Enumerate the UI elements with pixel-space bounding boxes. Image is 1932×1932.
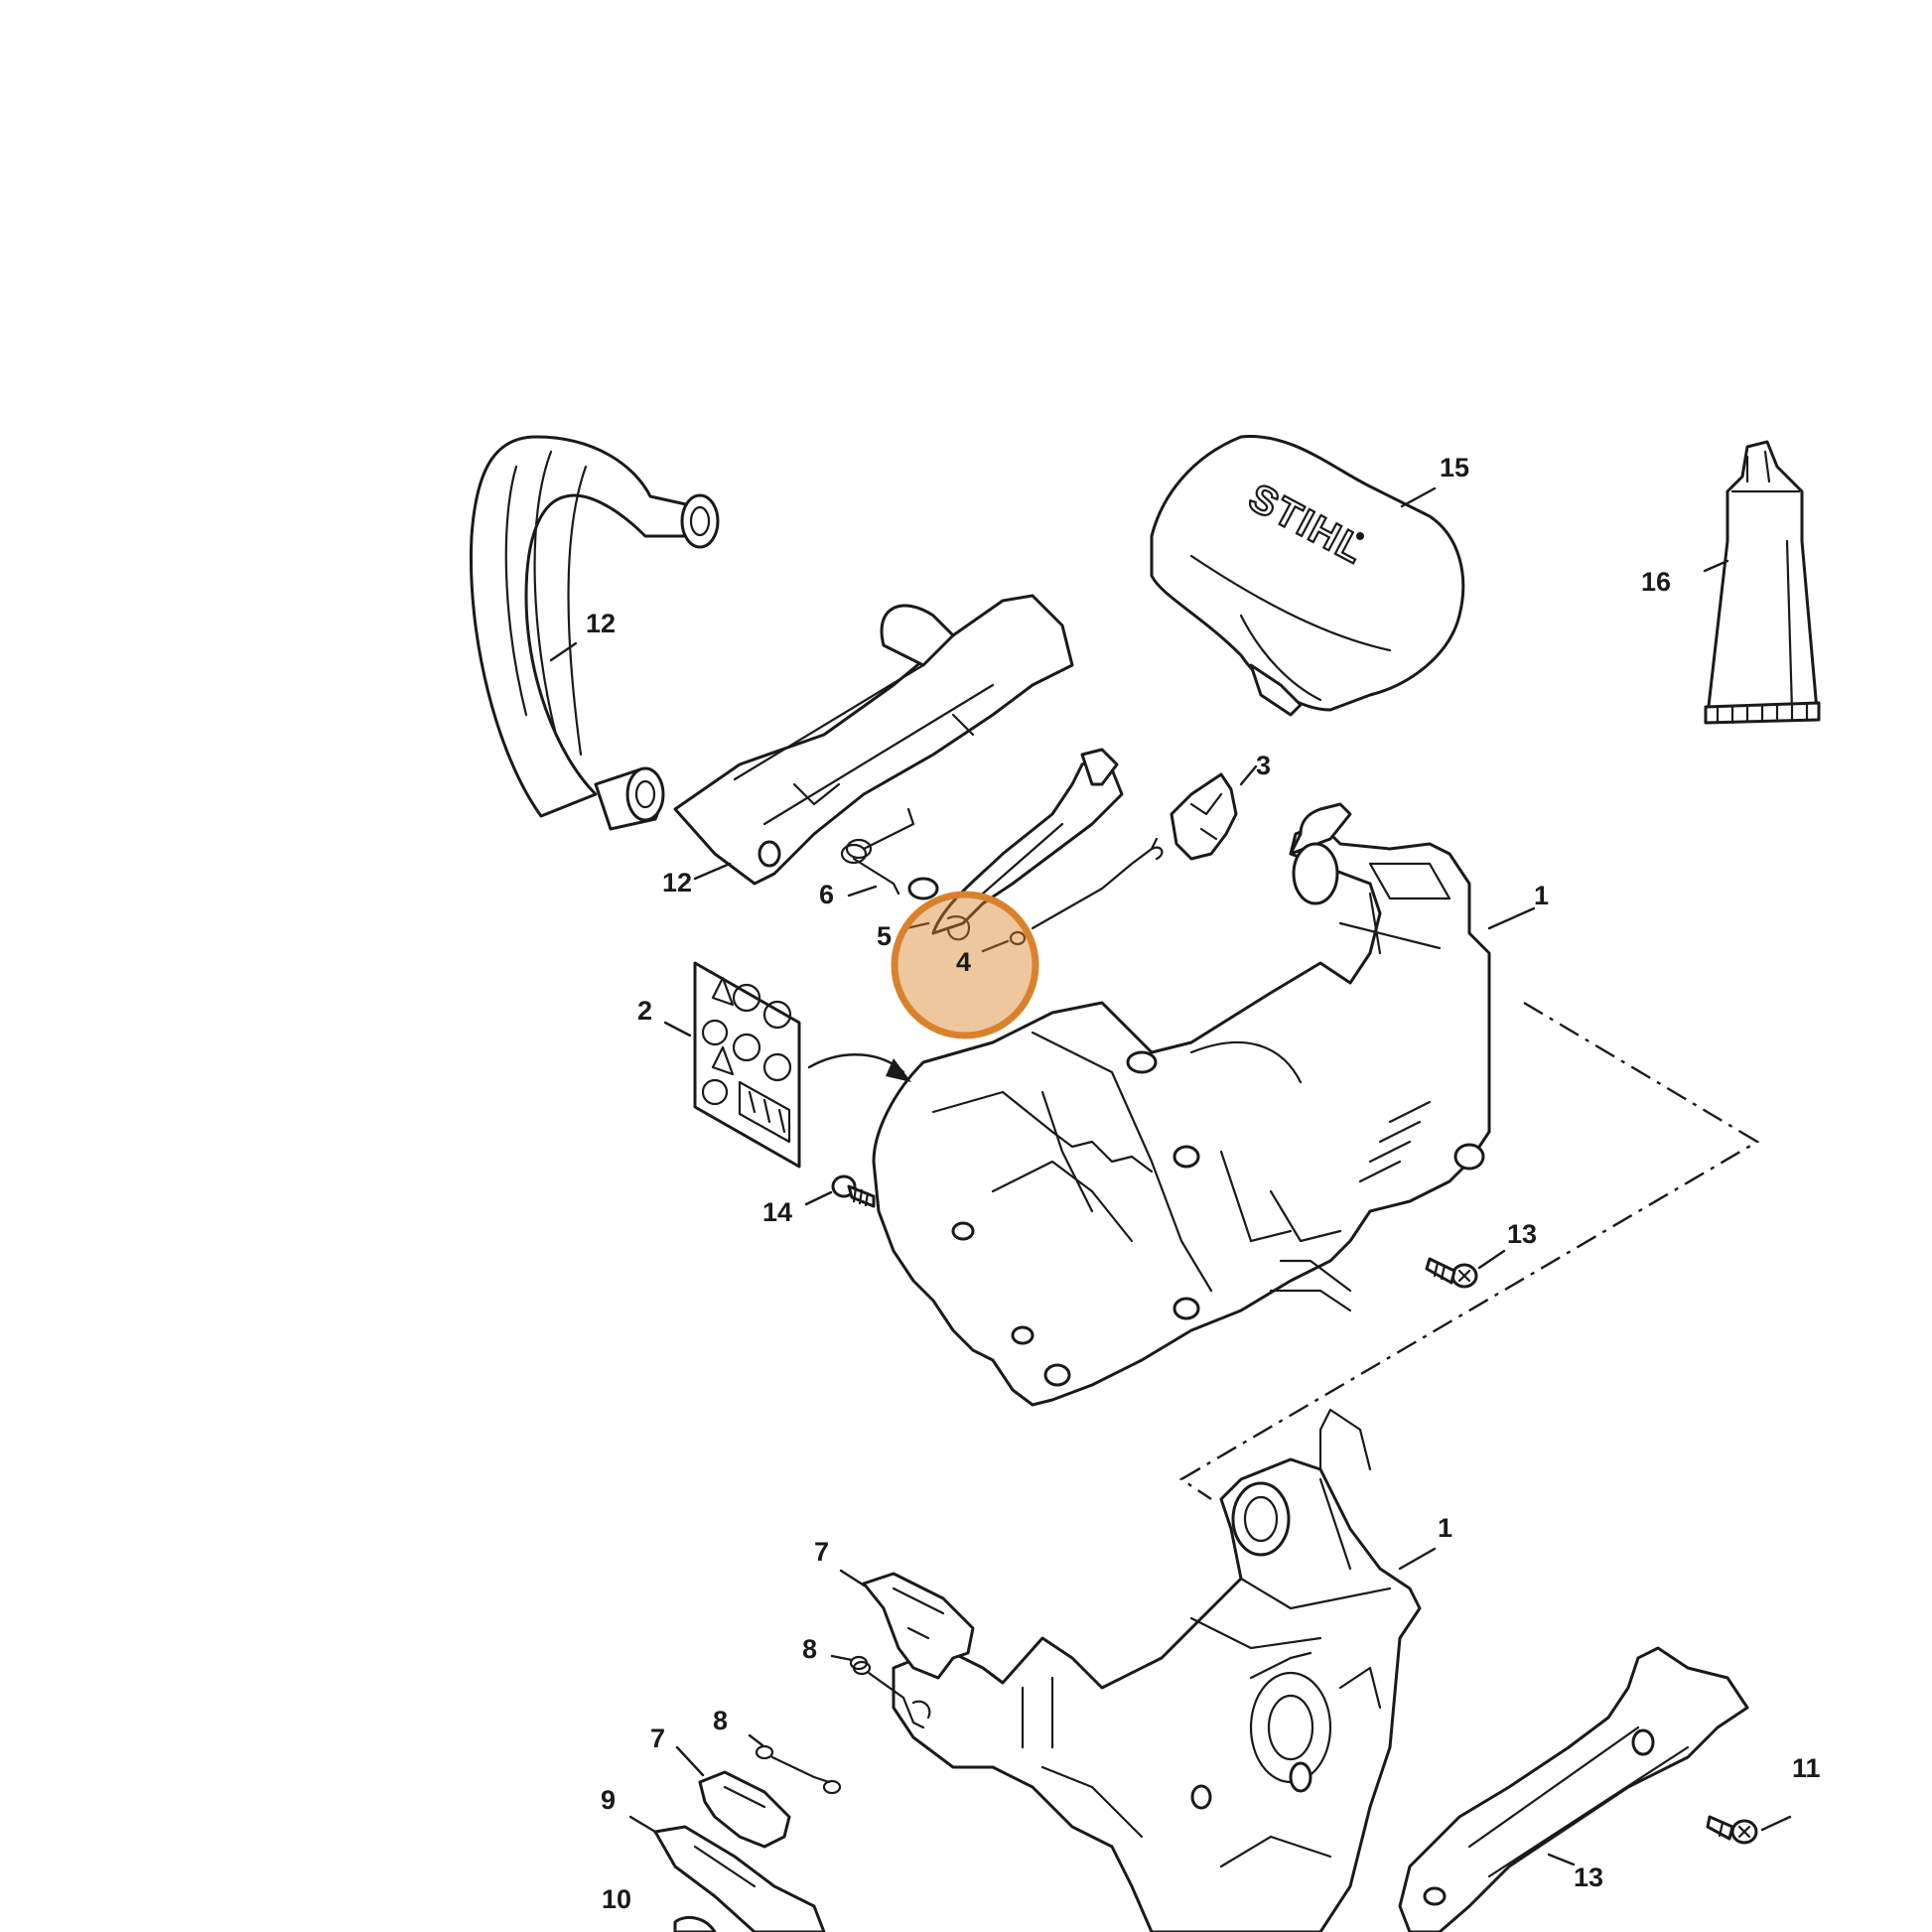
callout-13-upper: 13 [1507,1219,1537,1249]
callout-7-lower: 7 [650,1724,665,1753]
callout-4: 4 [956,947,971,977]
callout-13-lower: 11 [1792,1753,1821,1783]
callout-1-lower: 1 [1438,1513,1452,1543]
part-8-spring-lower[interactable] [755,1744,842,1795]
callout-10: 10 [602,1884,631,1914]
callout-6: 6 [819,880,834,909]
callout-12-lower: 13 [1574,1863,1603,1892]
part-13-screw-upper[interactable] [1425,1257,1478,1289]
part-7-lever-upper[interactable] [862,1572,975,1680]
part-6-torsion-spring[interactable] [840,807,915,896]
part-10-component[interactable] [673,1915,717,1932]
part-12-handle-cover-lower[interactable] [1398,1646,1749,1932]
callout-3: 3 [1256,751,1271,780]
part-11-handle-bar[interactable] [469,435,720,831]
leader-lines [549,486,1792,1866]
callout-8-upper: 8 [802,1634,817,1664]
callout-7-upper: 7 [814,1537,829,1567]
part-14-screw[interactable] [831,1174,876,1208]
part-8-spring-upper[interactable] [849,1655,931,1729]
label-pointer-arrow [807,1053,911,1082]
part-3-lock-clip[interactable] [1170,772,1238,861]
part-1-housing-lower[interactable] [892,1408,1422,1932]
callout-1-upper: 1 [1534,881,1549,910]
callout-labels: 12 12 6 5 4 3 15 16 1 2 14 13 1 7 8 8 7 … [586,453,1821,1914]
part-9-slider[interactable] [653,1825,826,1932]
callout-11: 12 [586,609,616,638]
part-2-warning-label[interactable] [693,961,801,1169]
callout-15: 15 [1440,453,1469,483]
callout-12-upper: 12 [662,868,692,897]
callout-14: 14 [762,1197,792,1227]
part-15-filter-cover[interactable]: STIHL [1150,435,1465,717]
part-16-grease-tube[interactable] [1704,440,1821,725]
highlight-circle [891,891,1039,1039]
callout-8-lower: 8 [713,1706,728,1735]
part-4-interlock-lever[interactable] [946,837,1164,946]
part-13-screw-lower[interactable] [1706,1815,1758,1845]
callout-9: 9 [601,1785,616,1815]
part-5-trigger-lever[interactable] [907,748,1124,935]
callout-2: 2 [637,996,652,1026]
callout-16: 16 [1641,567,1671,597]
warning-triangle-icon [711,976,735,1076]
part-12-handle-cover-upper[interactable] [673,594,1074,886]
assembly-dashed-line [1178,1001,1760,1500]
callout-5: 5 [877,921,892,951]
part-1-handle-housing-upper[interactable] [872,802,1491,1407]
part-7-lever-lower[interactable] [698,1770,791,1849]
pictogram-icon [701,983,792,1144]
